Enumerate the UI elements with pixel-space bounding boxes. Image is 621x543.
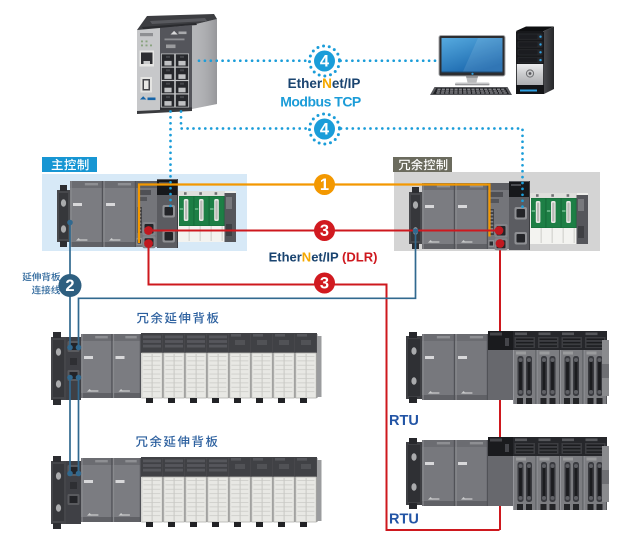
svg-text:4: 4 xyxy=(320,53,330,71)
svg-text:3: 3 xyxy=(320,275,329,293)
svg-text:RTU: RTU xyxy=(389,512,419,528)
svg-text:RTU: RTU xyxy=(389,413,419,429)
svg-text:2: 2 xyxy=(65,277,74,295)
svg-text:4: 4 xyxy=(320,121,330,139)
svg-text:1: 1 xyxy=(320,176,329,194)
svg-text:EtherNet/IP: EtherNet/IP xyxy=(288,76,361,91)
svg-text:3: 3 xyxy=(320,222,329,240)
svg-text:Modbus TCP: Modbus TCP xyxy=(280,94,361,110)
svg-text:EtherNet/IP (DLR): EtherNet/IP (DLR) xyxy=(269,250,378,265)
